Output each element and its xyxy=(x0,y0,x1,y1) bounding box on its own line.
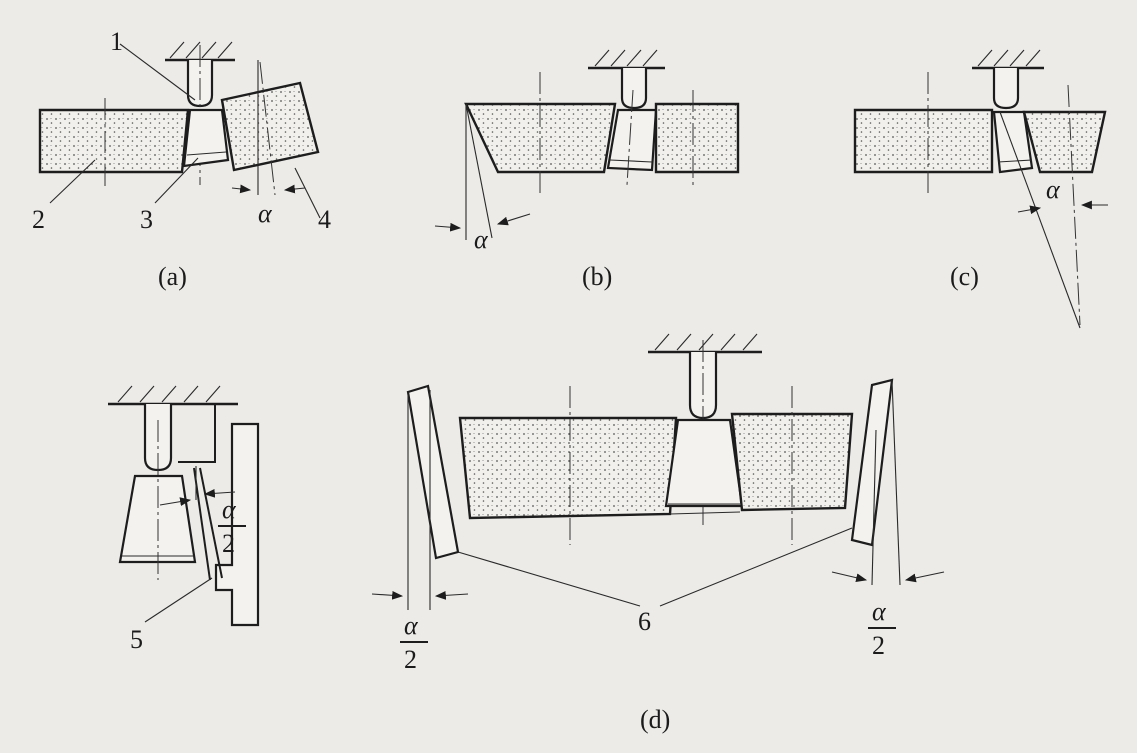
svg-text:α: α xyxy=(222,495,237,524)
caption-a: (a) xyxy=(158,262,187,291)
callout-2: 2 xyxy=(32,205,45,234)
panel-d-detail: 5 α 2 xyxy=(108,385,260,654)
workpiece-right xyxy=(654,102,740,174)
workpiece-center xyxy=(992,110,1034,174)
callout-6: 6 xyxy=(638,607,651,636)
caption-c: (c) xyxy=(950,262,979,291)
callout-1: 1 xyxy=(110,27,123,56)
half-angle-label: α 2 xyxy=(218,495,246,558)
workpiece-3 xyxy=(182,108,230,168)
fixture-ground-hatch xyxy=(108,385,238,406)
angle-alpha-b: α xyxy=(474,225,489,254)
workpiece-tapered-right xyxy=(1022,110,1107,174)
svg-text:2: 2 xyxy=(404,645,417,674)
caption-d: (d) xyxy=(640,705,670,734)
half-angle-label-right: α 2 xyxy=(868,597,896,660)
workpiece-left xyxy=(853,108,994,174)
support-plate-6-right xyxy=(850,378,894,547)
workpiece-center xyxy=(606,108,658,172)
half-angle-label-left: α 2 xyxy=(400,611,428,674)
angle-alpha-c: α xyxy=(1046,175,1061,204)
svg-text:α: α xyxy=(404,611,419,640)
fixture-ground-hatch xyxy=(648,333,762,354)
panel-b: α (b) xyxy=(434,49,740,291)
support-plate-6-left xyxy=(406,384,460,560)
panel-d: 6 α 2 α 2 (d) xyxy=(371,333,945,734)
svg-text:2: 2 xyxy=(872,631,885,660)
grinding-tool-stem xyxy=(620,68,648,110)
workpiece-center xyxy=(664,418,744,508)
panel-c: α (c) xyxy=(853,49,1108,329)
fixture-ground-hatch xyxy=(972,49,1044,70)
svg-text:α: α xyxy=(872,597,887,626)
panel-a: 1 2 3 4 α (a) xyxy=(32,27,331,291)
grinding-tool-stem xyxy=(992,68,1020,110)
callout-5: 5 xyxy=(130,625,143,654)
caption-b: (b) xyxy=(582,262,612,291)
svg-text:2: 2 xyxy=(222,529,235,558)
workpiece-4 xyxy=(220,81,320,172)
angle-plate-5 xyxy=(214,422,260,627)
workpiece-left xyxy=(458,416,678,520)
workpiece-2 xyxy=(38,108,190,174)
angle-alpha-a: α xyxy=(258,199,273,228)
callout-4: 4 xyxy=(318,205,331,234)
bracket-arm xyxy=(178,404,216,463)
fixture-ground-hatch xyxy=(588,49,665,70)
callout-3: 3 xyxy=(140,205,153,234)
